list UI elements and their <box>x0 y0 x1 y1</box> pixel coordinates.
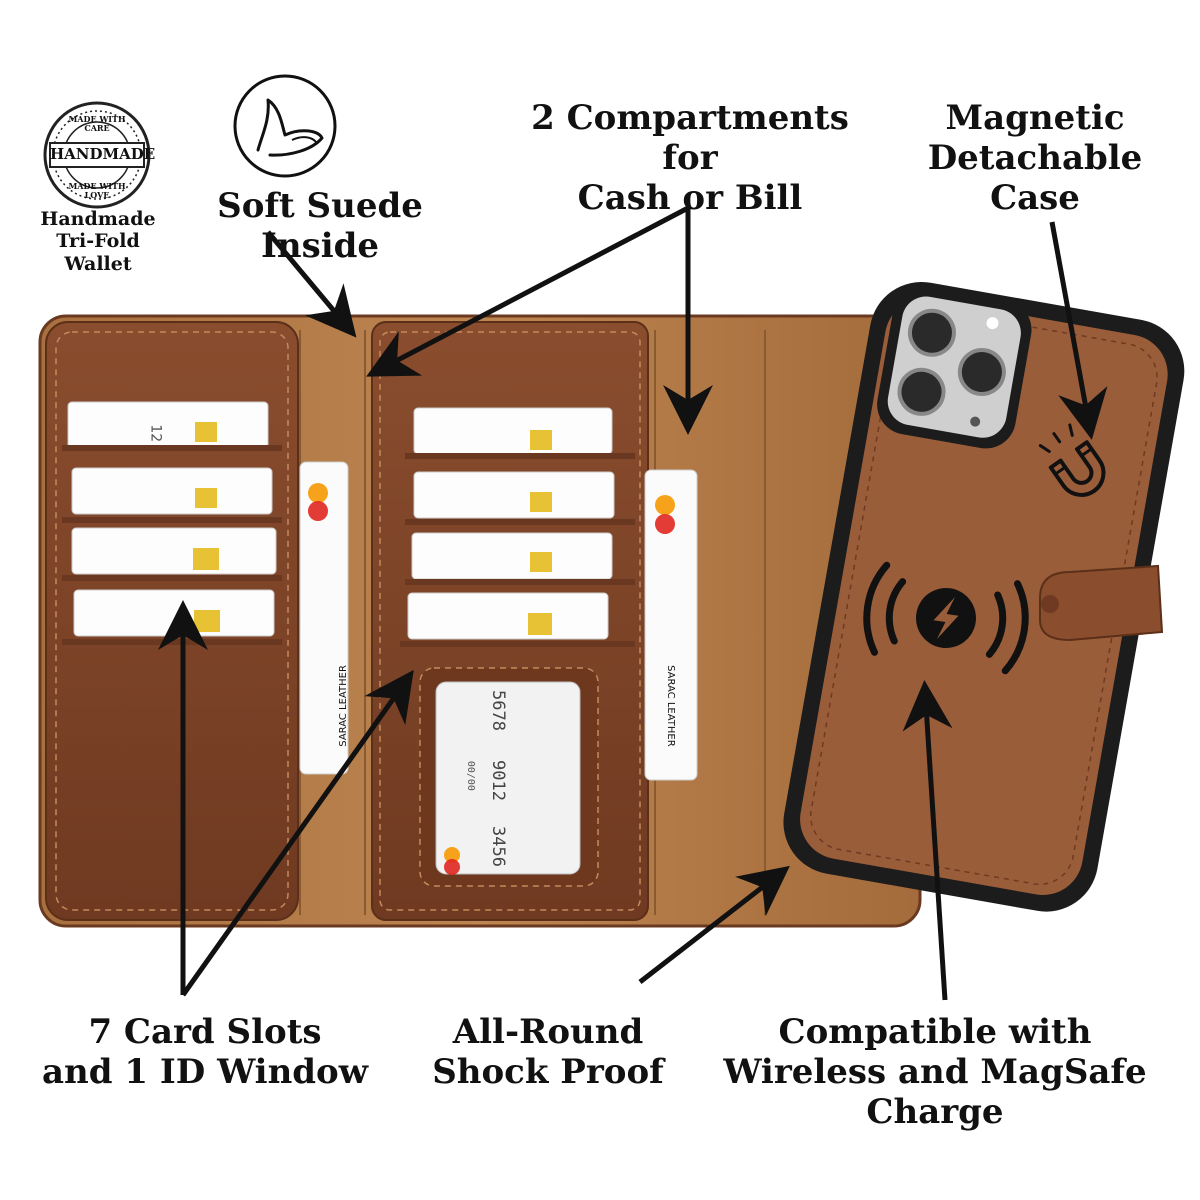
label-wireless-line-2: Wireless and MagSafe Charge <box>723 1052 1147 1133</box>
id-number-2: 9012 <box>488 760 508 801</box>
label-compartments-line-1: 2 Compartments for <box>531 98 849 179</box>
badge-center-text: HANDMADE <box>50 145 156 163</box>
label-wireless-line-1: Compatible with <box>778 1012 1092 1052</box>
badge-caption-line-1: Handmade <box>40 208 156 230</box>
label-card-slots-line-1: 7 Card Slots <box>88 1012 322 1052</box>
label-card-slots-line-2: and 1 ID Window <box>41 1052 369 1093</box>
label-magnetic-line-2: Detachable Case <box>927 138 1143 219</box>
id-window <box>419 667 599 887</box>
label-shock-proof-line-1: All-Round <box>452 1012 644 1052</box>
badge-ring-text-top: MADE WITH CARE <box>68 114 126 134</box>
label-card-slots: 7 Card Slots and 1 ID Window <box>40 1012 370 1092</box>
label-wireless: Compatible with Wireless and MagSafe Cha… <box>680 1012 1190 1132</box>
label-compartments-line-2: Cash or Bill <box>577 178 803 219</box>
badge-caption-line-3: Wallet <box>64 252 132 275</box>
magnet-icon <box>1038 423 1106 497</box>
card-brand-left: SARAC LEATHER <box>338 665 350 747</box>
label-shock-proof-line-2: Shock Proof <box>432 1052 664 1093</box>
label-magnetic: Magnetic Detachable Case <box>880 98 1190 218</box>
cash-compartment-card-right <box>644 469 698 781</box>
card-slots-left <box>62 401 282 645</box>
badge-ring-text-bottom: MADE WITH LOVE <box>68 181 126 201</box>
handmade-badge <box>43 101 151 209</box>
id-number-1: 5678 <box>488 690 508 731</box>
id-card-numbers: 5678 <box>488 690 508 731</box>
label-magnetic-line-1: Magnetic <box>945 98 1125 138</box>
id-card-date: 00/00 <box>464 760 476 791</box>
label-soft-suede: Soft Suede Inside <box>217 186 423 267</box>
arrow-compartment-left <box>366 205 690 377</box>
badge-caption-line-2: Tri-Fold <box>56 230 140 253</box>
wallet <box>38 314 922 928</box>
id-number-3: 3456 <box>488 826 508 867</box>
card-number-fragment: 12 <box>147 424 164 443</box>
id-card-numbers-2: 9012 <box>488 760 508 801</box>
callout-arrows <box>158 205 1108 1001</box>
arrow-wireless <box>902 680 953 1001</box>
label-shock-proof: All-Round Shock Proof <box>428 1012 668 1092</box>
arrow-shock-proof <box>638 865 790 984</box>
arrow-suede <box>266 230 357 338</box>
badge-caption: Handmade Tri-Fold Wallet <box>30 208 166 275</box>
id-card-numbers-3: 3456 <box>488 826 508 867</box>
cash-compartment-card-left <box>299 461 349 775</box>
hand-feather-icon <box>233 74 337 178</box>
arrow-magnetic <box>1049 221 1108 440</box>
arrow-card-slots-2 <box>180 669 414 997</box>
label-compartments: 2 Compartments for Cash or Bill <box>500 98 880 218</box>
wireless-charge-icon <box>863 561 1029 675</box>
card-slots-middle <box>400 407 635 647</box>
card-brand-right: SARAC LEATHER <box>664 665 676 747</box>
